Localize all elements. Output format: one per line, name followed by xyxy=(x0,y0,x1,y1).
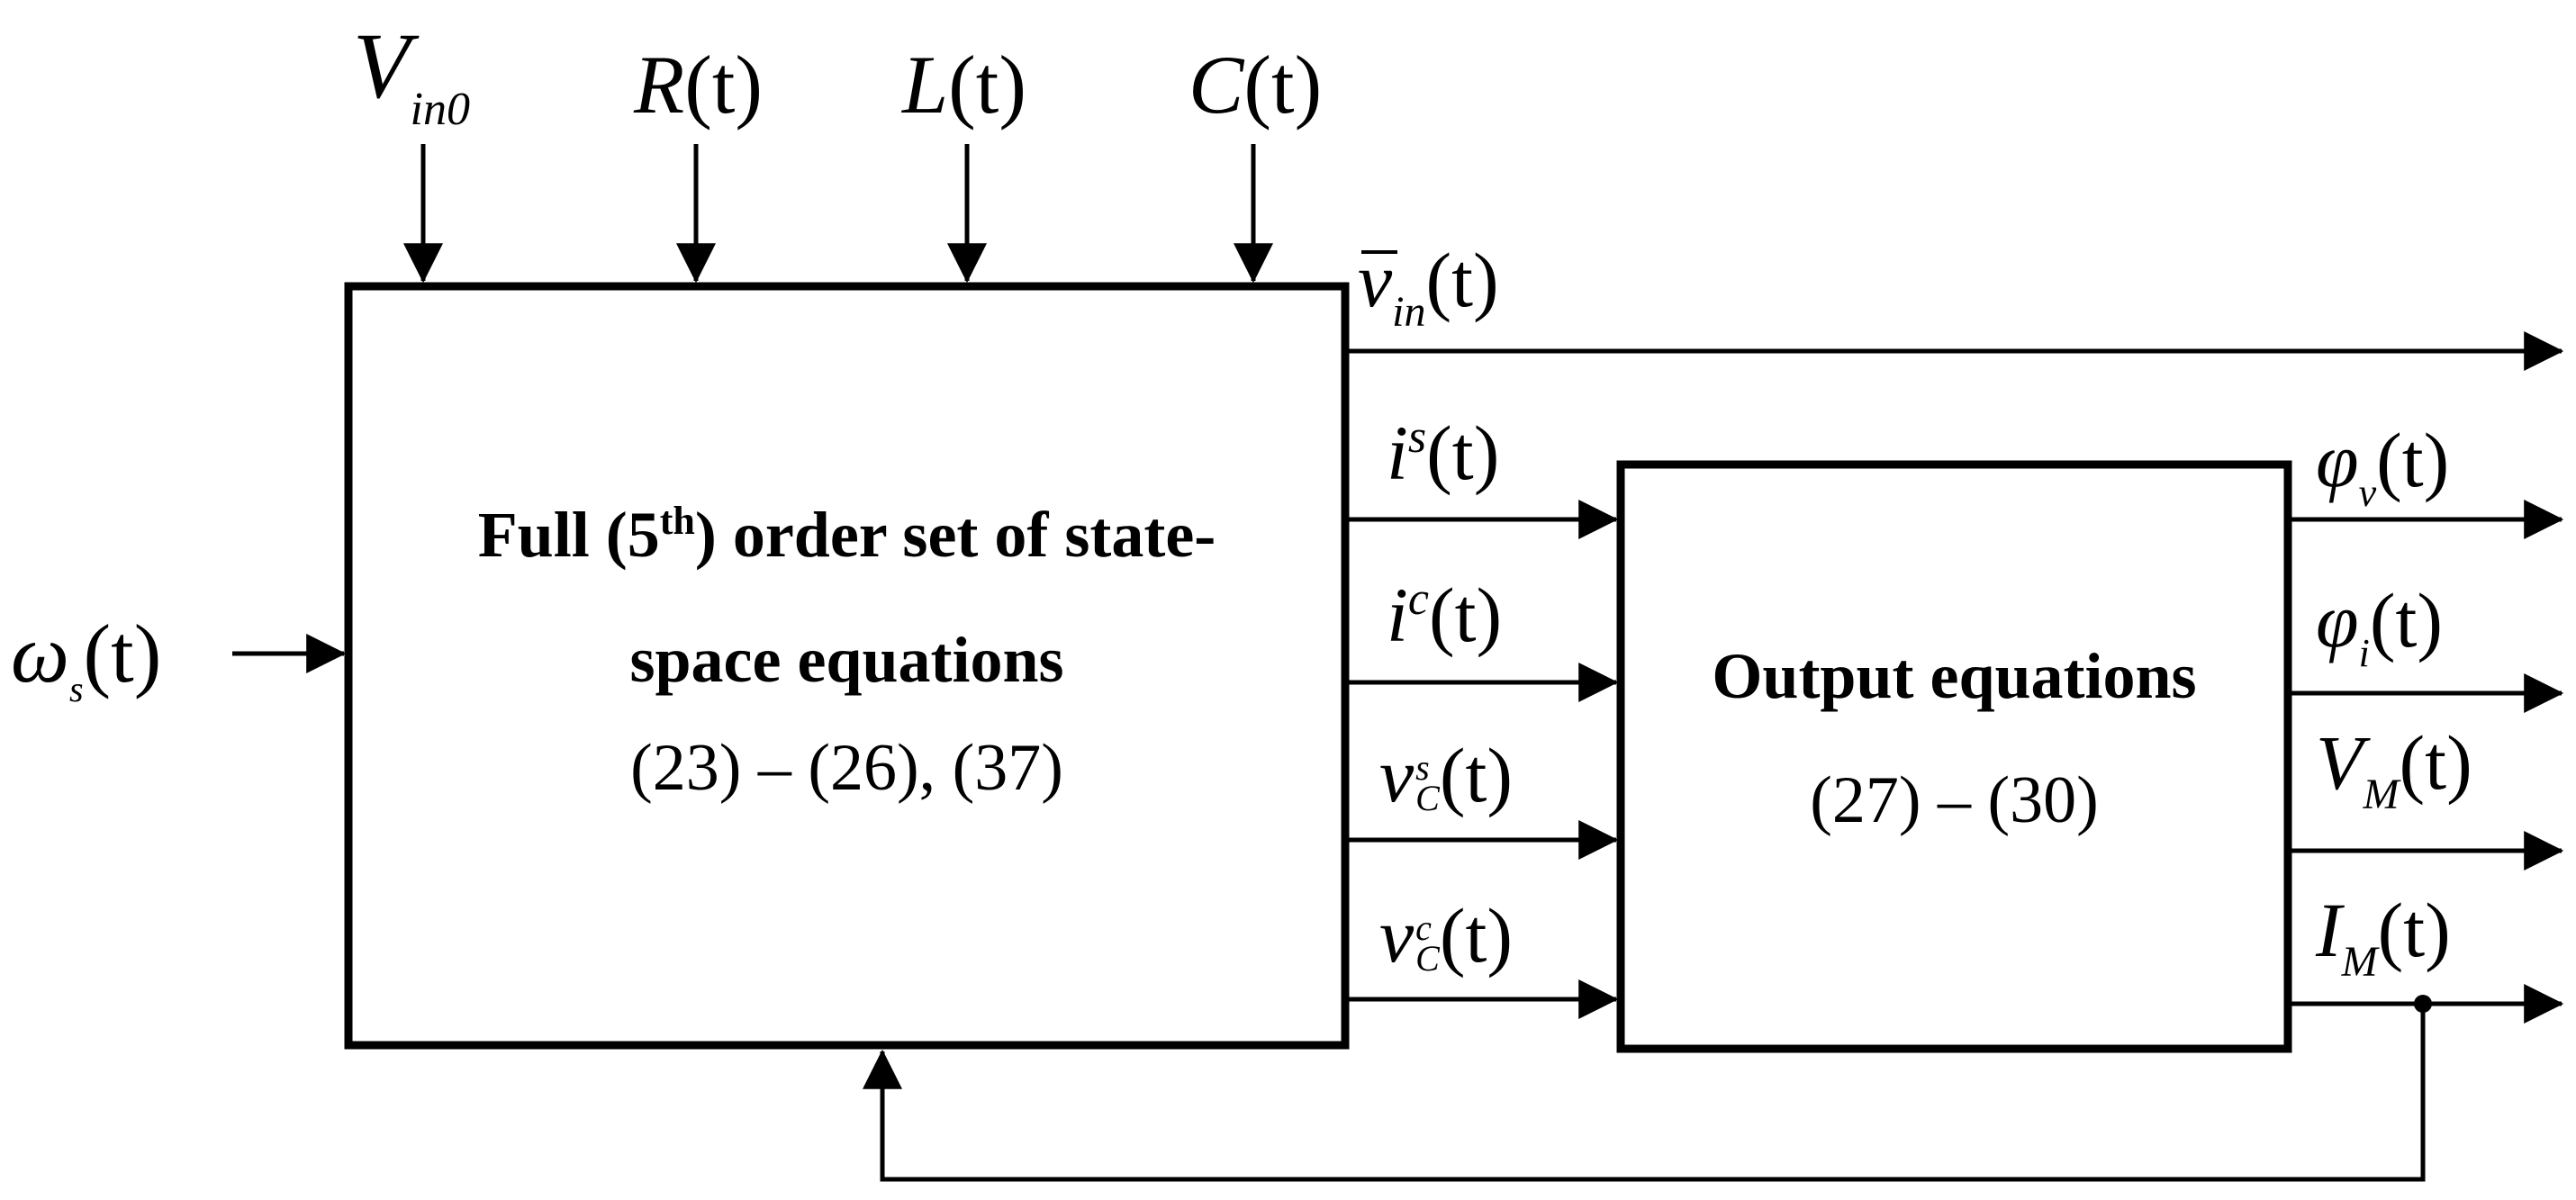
output-block-refs: (27) – (30) xyxy=(1810,763,2099,838)
feedback-line xyxy=(863,1004,2426,1182)
state-block-refs: (23) – (26), (37) xyxy=(630,731,1063,806)
output-block-line1: Output equations xyxy=(1712,640,2197,712)
omega-label: ωs(t) xyxy=(11,608,162,709)
l-label: L(t) xyxy=(902,39,1027,131)
im-label: IM(t) xyxy=(2316,887,2451,986)
output-block-text: Output equations (27) – (30) xyxy=(1621,640,2288,838)
is-label: is(t) xyxy=(1387,410,1500,496)
vin0-label: Vin0 xyxy=(353,14,470,135)
state-block-text: Full (5th) order set of state- space equ… xyxy=(348,499,1345,806)
state-block-line1: Full (5th) order set of state- xyxy=(477,499,1216,571)
phii-label: φi(t) xyxy=(2316,577,2443,675)
ic-label: ic(t) xyxy=(1387,572,1503,658)
vin-bar-label: vin(t) xyxy=(1358,237,1499,336)
output-equations-block xyxy=(1616,460,2292,1053)
vm-label: VM(t) xyxy=(2316,719,2472,818)
phiv-label: φv(t) xyxy=(2316,417,2450,515)
r-label: R(t) xyxy=(634,39,764,131)
c-label: C(t) xyxy=(1189,39,1323,131)
state-block-line2: space equations xyxy=(629,624,1064,697)
state-space-block xyxy=(344,282,1350,1050)
